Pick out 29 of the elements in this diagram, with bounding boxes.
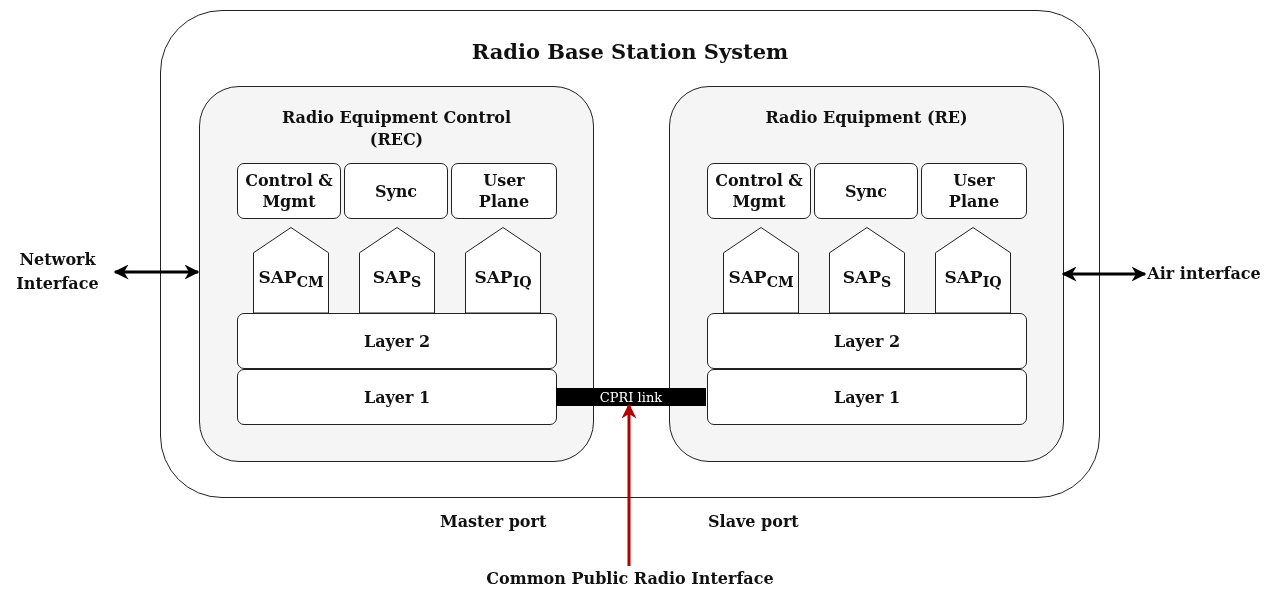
function-box: Control & Mgmt [707,163,811,219]
function-box: Sync [344,163,448,219]
panel-title: Radio Equipment Control (REC) [280,107,513,151]
panel-title: Radio Equipment (RE) [764,107,969,129]
sap-pentagon: SAP$_{S}$ [829,227,905,313]
function-box: Layer 1 [707,369,1027,425]
function-box: Layer 1 [237,369,557,425]
unit-panel [669,86,1064,462]
link-bar: CPRI link [556,388,706,406]
arrow [113,264,200,280]
arrow [621,403,637,566]
interface-label: Common Public Radio Interface [440,566,820,592]
function-box: Sync [814,163,918,219]
function-box: User Plane [921,163,1027,219]
port-label: Master port [440,512,547,531]
system-title: Radio Base Station System [470,39,790,64]
sap-pentagon: SAP$_{IQ}$ [465,227,541,313]
system-container [160,10,1100,498]
unit-panel [199,86,594,462]
port-label: Slave port [708,512,799,531]
interface-label: Network Interface [0,248,115,296]
sap-pentagon: SAP$_{CM}$ [253,227,329,313]
function-box: User Plane [451,163,557,219]
function-box: Control & Mgmt [237,163,341,219]
interface-label: Air interface [1145,250,1263,298]
sap-pentagon: SAP$_{IQ}$ [935,227,1011,313]
sap-pentagon: SAP$_{CM}$ [723,227,799,313]
arrow [1061,266,1147,282]
sap-pentagon: SAP$_{S}$ [359,227,435,313]
